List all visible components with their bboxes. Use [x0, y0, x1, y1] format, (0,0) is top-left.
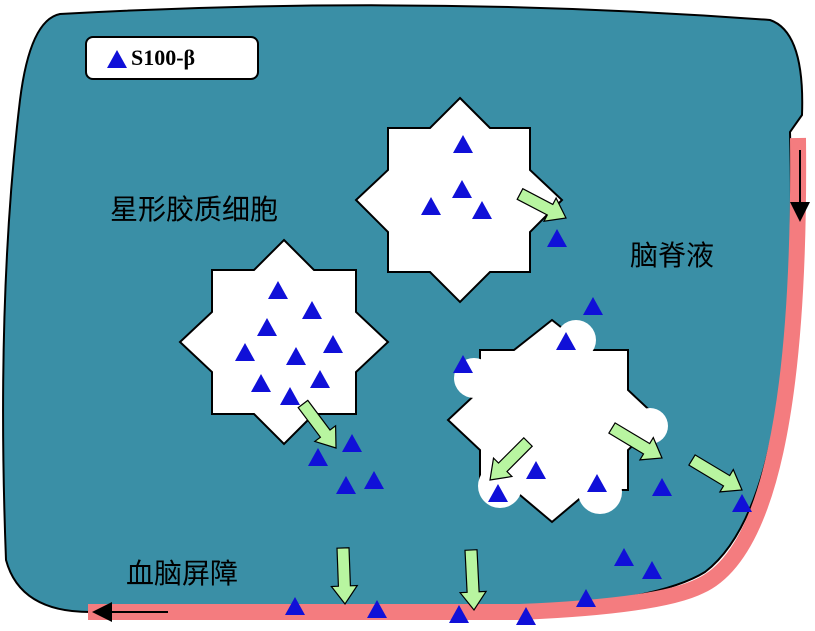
blue-triangle-icon — [547, 229, 567, 247]
blue-triangle-icon — [235, 343, 255, 361]
blue-triangle-icon — [302, 301, 322, 319]
bbb-label: 血脑屏障 — [126, 557, 239, 590]
blue-triangle-icon — [336, 476, 356, 494]
blue-triangle-icon — [107, 50, 127, 68]
blue-triangle-icon — [488, 484, 508, 502]
blue-triangle-icon — [732, 494, 752, 512]
brain-tissue-region — [2, 4, 804, 614]
green-arrow-icon — [489, 436, 534, 481]
blue-triangle-icon — [652, 478, 672, 496]
blood-brain-barrier-band — [88, 137, 807, 620]
blue-triangle-icon — [342, 434, 362, 452]
green-arrow-icon — [608, 422, 663, 461]
blue-triangle-icon — [364, 471, 384, 489]
blue-triangle-icon — [453, 135, 473, 153]
blue-triangle-icon — [367, 600, 387, 618]
blue-triangle-icon — [323, 335, 343, 353]
blue-triangle-icon — [449, 605, 469, 623]
blue-triangle-icon — [268, 281, 288, 299]
blue-triangle-icon — [472, 201, 492, 219]
legend-label: S100-β — [131, 45, 196, 70]
blue-triangle-icon — [526, 461, 546, 479]
blue-triangle-icon — [583, 297, 603, 315]
green-arrow-icon — [458, 549, 488, 612]
astrocyte-label: 星形胶质细胞 — [110, 193, 279, 226]
blue-triangle-icon — [286, 347, 306, 365]
green-arrow-icon — [297, 399, 337, 449]
blue-triangle-icon — [310, 370, 330, 388]
blue-triangle-icon — [516, 607, 536, 625]
blue-triangle-icon — [421, 197, 441, 215]
blue-triangle-icon — [587, 474, 607, 492]
blue-triangle-icon — [280, 387, 300, 405]
blue-triangle-icon — [257, 318, 277, 336]
green-arrow-icon — [330, 547, 359, 606]
legend-box: S100-β — [85, 36, 259, 80]
blue-triangle-icon — [308, 448, 328, 466]
green-arrow-icon — [688, 454, 743, 493]
blue-triangle-icon — [452, 180, 472, 198]
blue-triangle-icon — [556, 332, 576, 350]
astrocyte-cell-top — [354, 96, 564, 304]
blue-triangle-icon — [285, 597, 305, 615]
blue-triangle-icon — [251, 374, 271, 392]
blue-triangle-icon — [614, 548, 634, 566]
blue-triangle-icon — [576, 589, 596, 607]
csf-label: 脑脊液 — [630, 239, 715, 272]
astrocyte-cell-left — [178, 238, 390, 446]
green-arrow-icon — [516, 187, 567, 222]
blue-triangle-icon — [642, 561, 662, 579]
blue-triangle-icon — [453, 355, 473, 373]
